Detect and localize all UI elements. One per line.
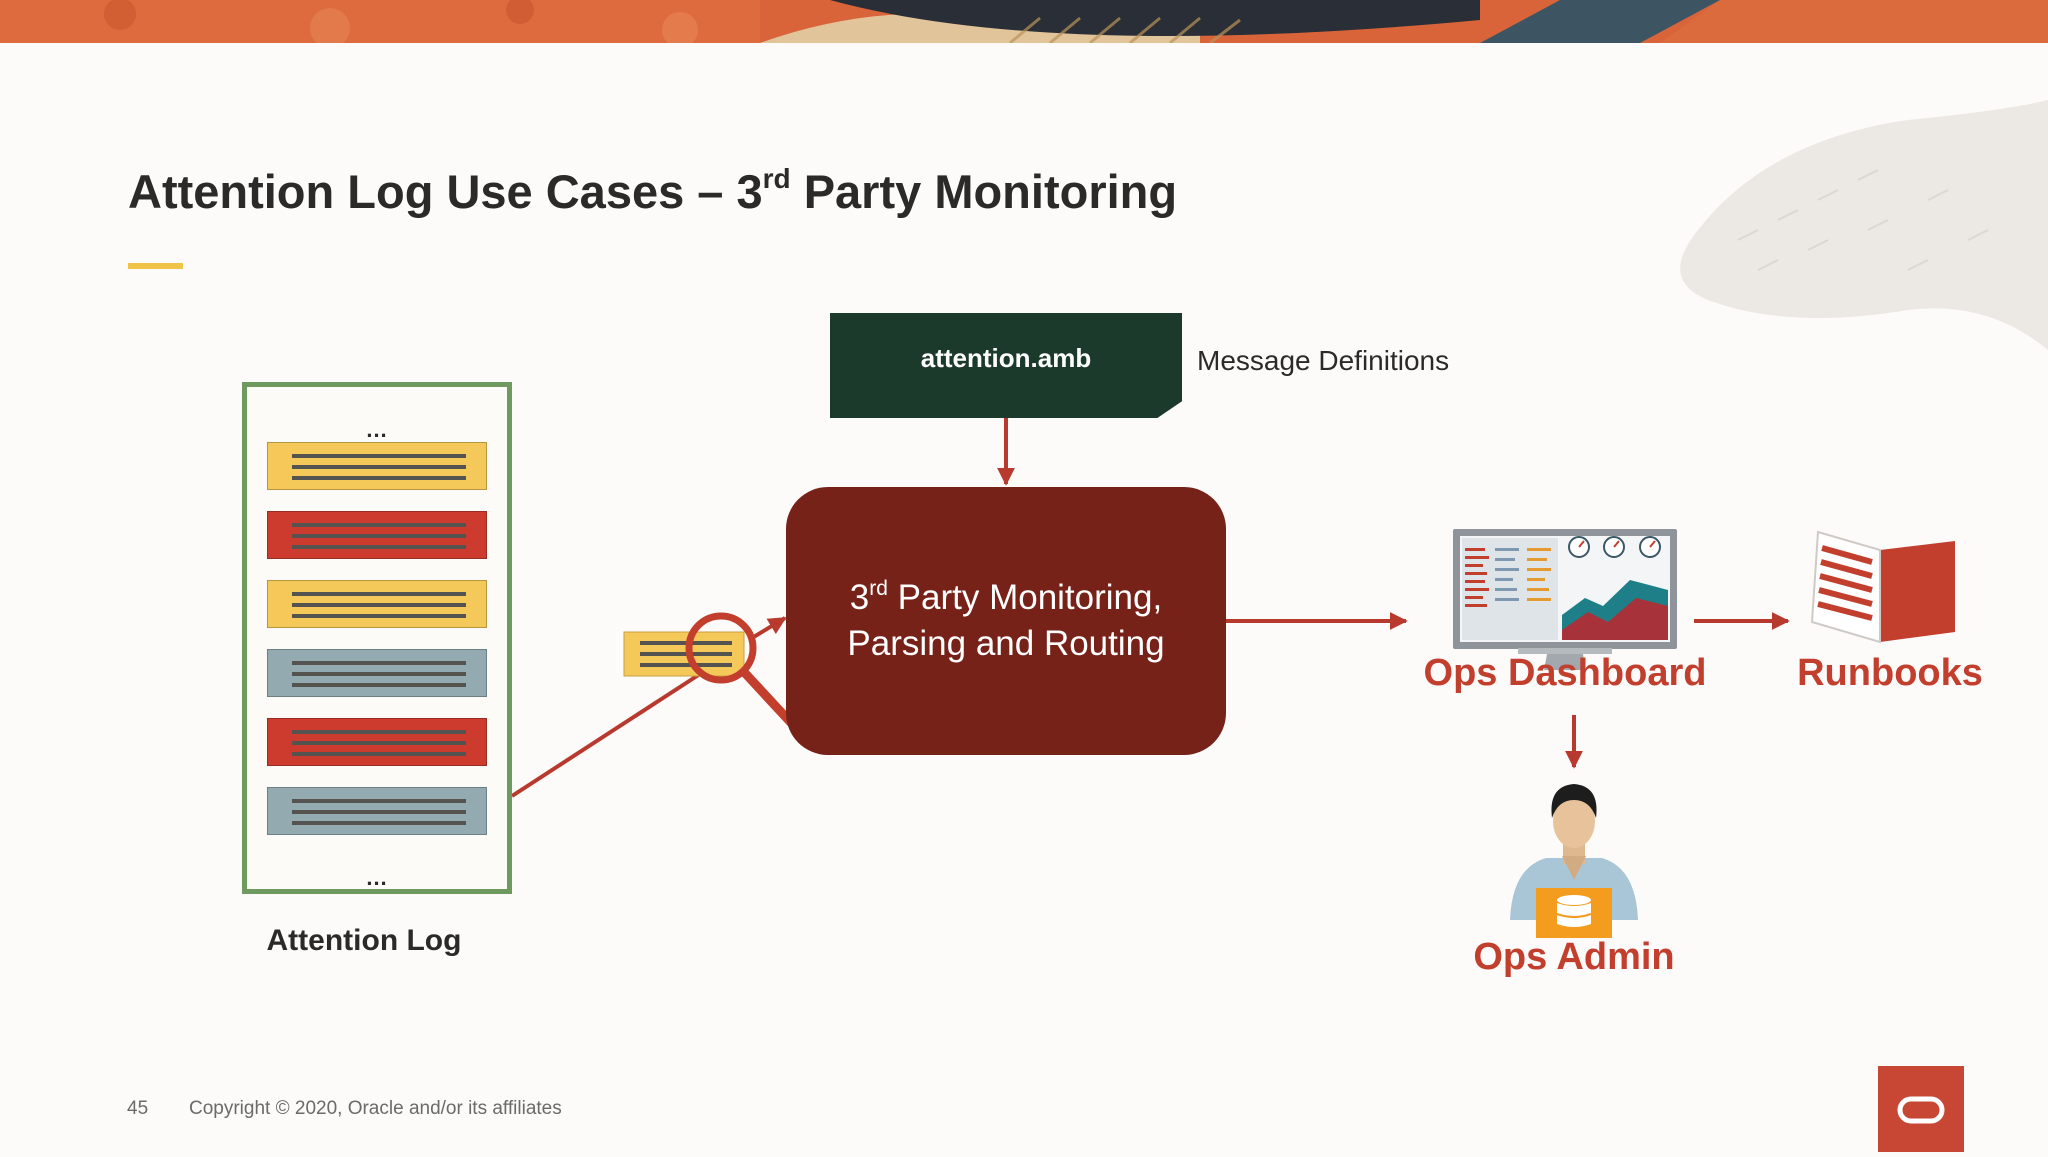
page-number: 45 — [127, 1098, 149, 1119]
log-ellipsis-bottom: ... — [366, 865, 388, 890]
log-entry-red — [267, 718, 487, 766]
log-ellipsis-top: ... — [366, 417, 388, 442]
dashboard-monitor-icon — [1453, 529, 1677, 670]
line-log-to-magnifier — [510, 672, 702, 798]
log-entry-gray — [267, 649, 487, 697]
ops-admin-label: Ops Admin — [1473, 936, 1675, 978]
ops-admin-person-icon — [1510, 784, 1638, 938]
monitoring-box-line2: Parsing and Routing — [847, 624, 1165, 663]
oracle-ring-icon — [1897, 1096, 1945, 1124]
decorative-texture — [1680, 100, 2048, 350]
magnifier-icon — [623, 612, 799, 731]
attention-amb-box: attention.amb — [830, 313, 1182, 418]
arrow-magnifier-to-monitoring — [750, 616, 787, 640]
runbook-book-icon — [1810, 530, 1955, 644]
log-entry-yellow — [267, 442, 487, 490]
slide-title: Attention Log Use Cases – 3rd Party Moni… — [128, 163, 1178, 219]
monitoring-box-line1: 3rd Party Monitoring, — [849, 577, 1163, 617]
copyright-text: Copyright © 2020, Oracle and/or its affi… — [189, 1098, 562, 1119]
message-definitions-label: Message Definitions — [1197, 345, 1450, 376]
attention-log-panel: ... ... — [242, 382, 512, 894]
log-entry-yellow — [267, 580, 487, 628]
decorative-banner — [0, 0, 2048, 43]
log-entry-gray — [267, 787, 487, 835]
oracle-logo — [1878, 1066, 1964, 1152]
title-underline — [128, 263, 183, 269]
log-entry-red — [267, 511, 487, 559]
attention-log-label: Attention Log — [266, 924, 462, 957]
monitoring-parsing-routing-box: 3rd Party Monitoring, Parsing and Routin… — [786, 487, 1226, 755]
runbooks-label: Runbooks — [1797, 652, 1983, 694]
ops-dashboard-label: Ops Dashboard — [1423, 652, 1707, 694]
